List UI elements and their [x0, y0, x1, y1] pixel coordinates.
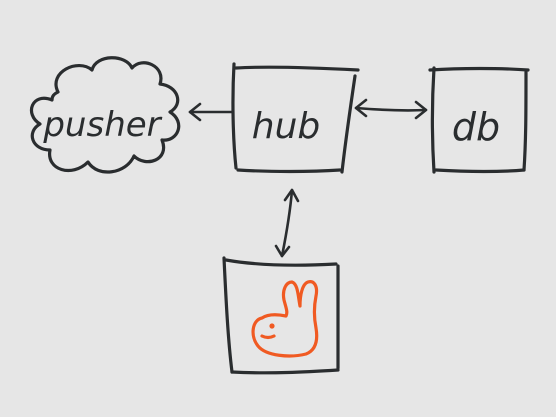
db-box-left — [430, 66, 436, 174]
db-box-top — [428, 66, 530, 72]
edge-hub-db — [354, 98, 428, 120]
db-box-bottom — [434, 168, 526, 174]
pusher-label: pusher — [42, 105, 162, 145]
rabbit-box-bottom — [230, 368, 340, 375]
edge-hub-rabbit-arrowhead-bottom — [274, 244, 291, 258]
rabbit-box-left — [222, 256, 234, 374]
db-label: db — [452, 105, 500, 149]
hub-label: hub — [252, 106, 320, 147]
edge-hub-rabbit-arrowhead-top — [283, 188, 300, 203]
rabbit-eye — [269, 323, 275, 329]
node-pusher: pusher — [29, 56, 181, 174]
edge-hub-pusher — [188, 102, 234, 122]
pusher-cloud-shape — [29, 56, 181, 174]
edge-hub-pusher-arrowhead — [188, 102, 202, 122]
edge-hub-rabbit-line — [280, 188, 294, 258]
edge-hub-db-line — [354, 106, 428, 112]
rabbit-box-top — [224, 258, 338, 267]
db-box-right — [522, 70, 528, 172]
rabbit-icon — [251, 280, 319, 358]
hub-box-bottom — [236, 168, 342, 174]
node-db: db — [428, 66, 530, 174]
edge-hub-db-arrowhead-left — [354, 98, 368, 118]
hub-box-top — [234, 65, 360, 72]
hub-box-right — [340, 74, 357, 174]
node-hub: hub — [231, 62, 360, 174]
edge-hub-db-arrowhead-right — [414, 100, 428, 120]
node-rabbit — [222, 256, 340, 375]
edge-hub-rabbit — [274, 188, 300, 258]
hub-box-left — [231, 62, 238, 170]
rabbit-mouth — [260, 334, 276, 340]
